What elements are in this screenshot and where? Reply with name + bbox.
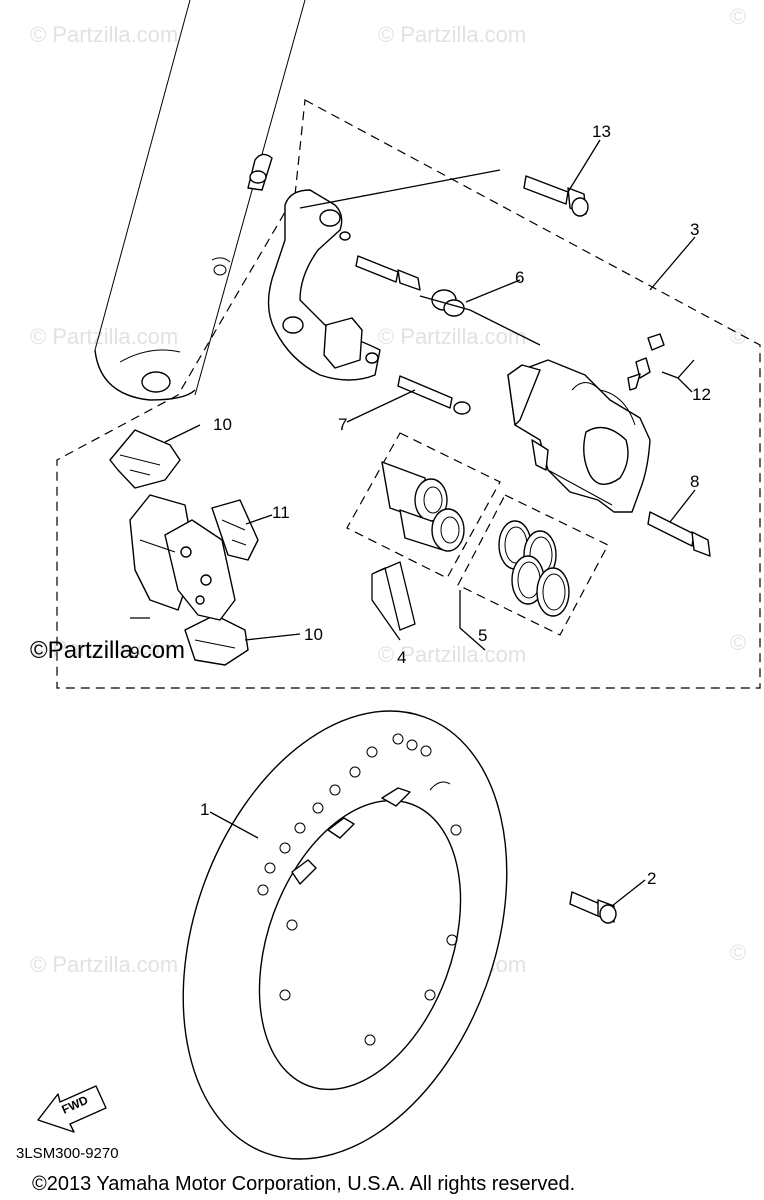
watermark: © Partzilla.com [30,22,178,47]
watermark: © Partzilla.com [30,952,178,977]
pad-spring-upper [109,429,181,489]
callout-8: 8 [690,472,699,491]
copyright-notice: ©2013 Yamaha Motor Corporation, U.S.A. A… [32,1173,575,1195]
assembly-outline-3 [56,99,761,689]
slide-pin-lower [397,375,471,415]
callout-11: 11 [272,503,290,522]
partzilla-watermark: ©Partzilla.com [30,637,185,664]
callout-13: 13 [592,122,611,141]
callout-2: 2 [647,869,656,888]
piston-seal-set [498,520,570,617]
forward-arrow-icon: FWD [37,1085,107,1133]
watermark: © Partzilla.com [378,22,526,47]
callout-6: 6 [515,268,524,287]
disc-bolt [569,891,617,924]
pin-boot [431,289,465,317]
caliper-body [507,359,651,513]
brake-pad-pair [129,494,236,621]
diagram-code: 3LSM300-9270 [16,1145,119,1162]
callout-9: 9 [130,643,139,662]
watermark: © [730,940,746,965]
watermark: © Partzilla.com [378,324,526,349]
bracket-bolt [523,175,589,217]
callout-10-upper: 10 [213,415,232,434]
watermark: © Partzilla.com [30,636,178,661]
piston-seal-outline-5 [457,494,609,636]
pad-shim [211,499,259,561]
callout-1: 1 [200,800,209,819]
callout-10-lower: 10 [304,625,323,644]
watermark: © [730,4,746,29]
brake-disc [182,710,508,1160]
callout-4: 4 [397,648,406,667]
callout-5: 5 [478,626,487,645]
watermark-layer: © Partzilla.com © Partzilla.com © © Part… [30,4,746,977]
watermark: © [730,324,746,349]
leader-lines [130,139,696,907]
callout-12: 12 [692,385,711,404]
callout-labels: 1 2 3 4 5 6 7 8 9 10 10 11 12 13 [130,122,711,888]
watermark: © [730,630,746,655]
caliper-bolt [647,511,711,557]
piston-set [381,461,465,552]
callout-3: 3 [690,220,699,239]
watermark: © Partzilla.com [378,642,526,667]
slide-pin-upper [355,255,421,291]
pad-spring-lower [184,614,249,666]
callout-7: 7 [338,415,347,434]
fork-leg [94,0,306,401]
caliper-bracket [267,189,381,381]
watermark: © Partzilla.com [30,324,178,349]
bleed-screw [627,333,665,391]
